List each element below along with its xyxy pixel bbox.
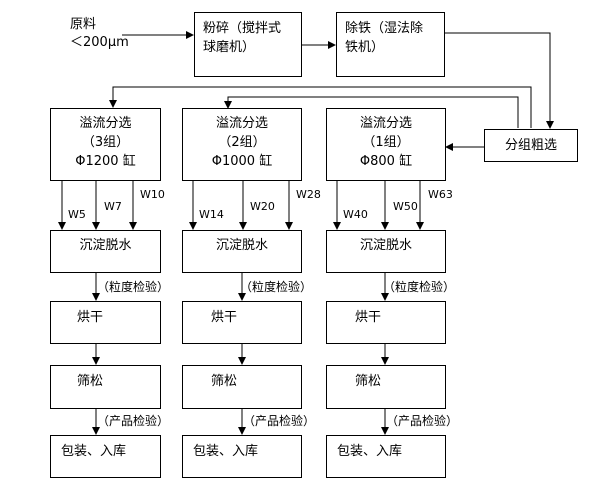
arrow-rough-to-group2 — [224, 96, 519, 128]
outlet-label: W10 — [140, 188, 165, 201]
overflow-cylinder: Φ800 缸 — [359, 154, 413, 169]
settling-label: 沉淀脱水 — [215, 238, 268, 253]
overflow-separation-group2: 溢流分选 （2组） Φ1000 缸 — [182, 108, 302, 181]
outlet-label: W40 — [343, 208, 368, 221]
sieving-label: 筛松 — [77, 374, 104, 389]
sieving-box: 筛松 — [182, 365, 302, 409]
raw-material-size: ＜200μm — [70, 35, 129, 50]
grinder-line1: 粉碎（搅拌式 — [203, 21, 282, 36]
overflow-title: 溢流分选 — [215, 116, 268, 131]
settling-dewatering-box: 沉淀脱水 — [182, 230, 302, 273]
overflow-group: （2组） — [218, 135, 266, 150]
settling-label: 沉淀脱水 — [79, 238, 132, 253]
raw-material-label: 原料 ＜200μm — [70, 17, 129, 50]
iron-removal-line2: 铁机） — [345, 40, 385, 55]
granularity-check-label: （粒度检验） — [240, 280, 313, 294]
product-check-label: （产品检验） — [97, 414, 170, 428]
sieving-box: 筛松 — [326, 365, 446, 409]
overflow-cylinder: Φ1000 缸 — [211, 154, 273, 169]
overflow-separation-group3: 溢流分选 （3组） Φ1200 缸 — [50, 108, 161, 181]
iron-removal-box: 除铁（湿法除 铁机） — [336, 12, 445, 77]
outlet-label: W28 — [296, 188, 321, 201]
outlet-label: W50 — [393, 200, 418, 213]
sieving-label: 筛松 — [211, 374, 238, 389]
granularity-check-label: （粒度检验） — [97, 280, 170, 294]
drying-label: 烘干 — [211, 310, 238, 325]
product-check-label: （产品检验） — [386, 414, 459, 428]
arrow-rough-to-group3 — [109, 86, 532, 128]
product-check-label: （产品检验） — [243, 414, 316, 428]
packing-label: 包装、入库 — [61, 444, 127, 459]
rough-separation-label: 分组粗选 — [504, 138, 557, 153]
raw-material-name: 原料 — [70, 17, 97, 32]
overflow-title: 溢流分选 — [79, 116, 132, 131]
sieving-label: 筛松 — [355, 374, 382, 389]
settling-label: 沉淀脱水 — [359, 238, 412, 253]
overflow-title: 溢流分选 — [359, 116, 412, 131]
rough-separation-box: 分组粗选 — [484, 129, 578, 162]
drying-box: 烘干 — [50, 301, 161, 344]
outlet-label: W7 — [104, 200, 122, 213]
packing-storage-box: 包装、入库 — [326, 435, 446, 478]
sieving-box: 筛松 — [50, 365, 161, 409]
overflow-group: （3组） — [81, 135, 130, 150]
overflow-group: （1组） — [362, 135, 410, 150]
overflow-separation-group1: 溢流分选 （1组） Φ800 缸 — [326, 108, 446, 181]
iron-removal-line1: 除铁（湿法除 — [345, 21, 424, 36]
drying-label: 烘干 — [77, 310, 104, 325]
packing-label: 包装、入库 — [337, 444, 403, 459]
grinder-box: 粉碎（搅拌式 球磨机） — [194, 12, 302, 77]
granularity-check-label: （粒度检验） — [383, 280, 456, 294]
packing-label: 包装、入库 — [193, 444, 259, 459]
packing-storage-box: 包装、入库 — [182, 435, 302, 478]
drying-label: 烘干 — [355, 310, 382, 325]
outlet-label: W5 — [68, 208, 86, 221]
drying-box: 烘干 — [182, 301, 302, 344]
arrow-iron-to-rough — [445, 32, 554, 129]
outlet-label: W20 — [250, 200, 275, 213]
packing-storage-box: 包装、入库 — [50, 435, 161, 478]
grinder-line2: 球磨机） — [203, 40, 256, 55]
overflow-cylinder: Φ1200 缸 — [75, 154, 136, 169]
settling-dewatering-box: 沉淀脱水 — [50, 230, 161, 273]
settling-dewatering-box: 沉淀脱水 — [326, 230, 446, 273]
drying-box: 烘干 — [326, 301, 446, 344]
outlet-label: W14 — [199, 208, 224, 221]
outlet-label: W63 — [428, 188, 453, 201]
